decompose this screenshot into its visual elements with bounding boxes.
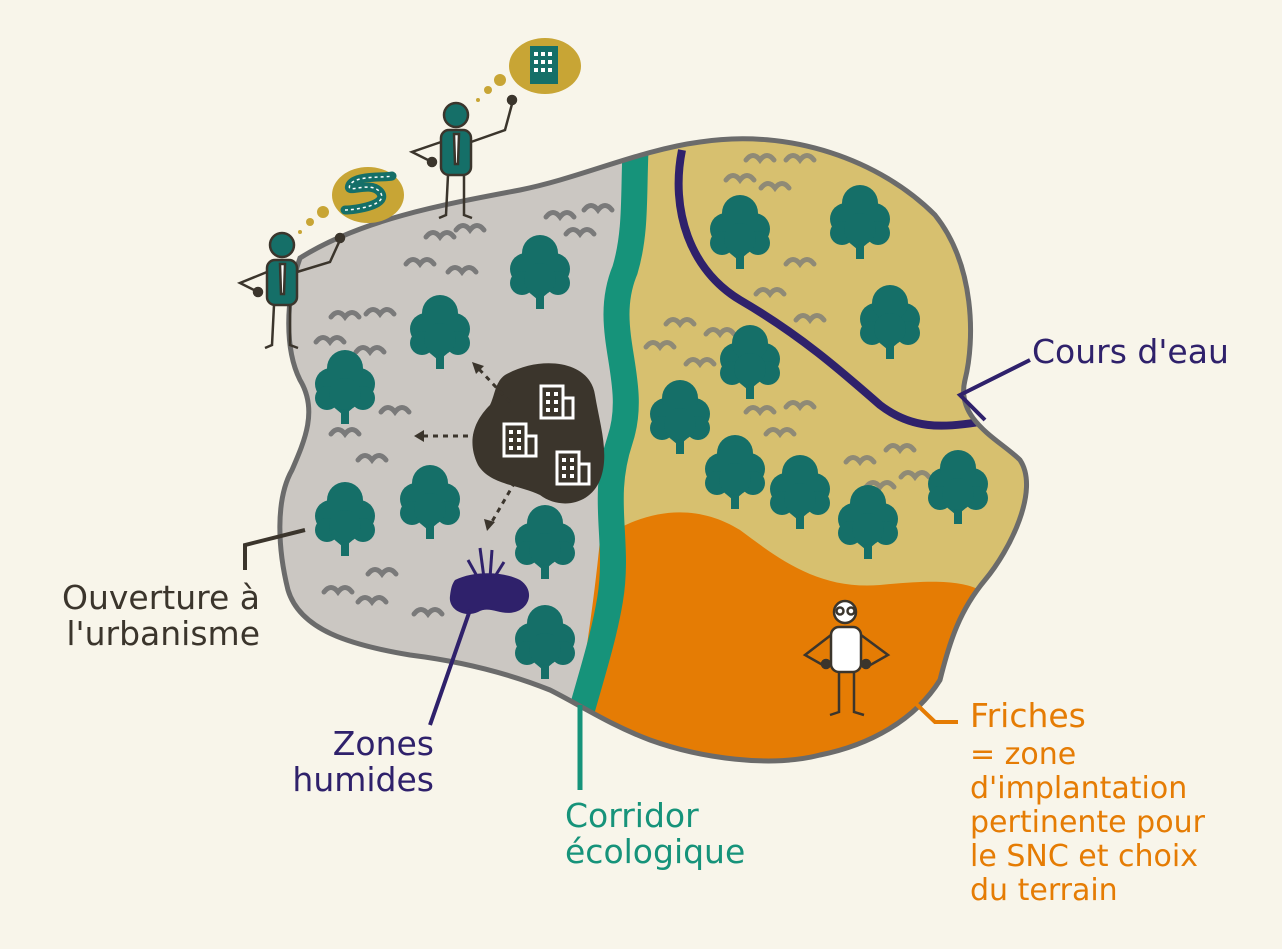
- friches-desc-line-4: le SNC et choix: [970, 839, 1199, 874]
- label-corridor: Corridor écologique: [565, 798, 745, 870]
- ouverture-line-1: Ouverture à: [62, 578, 260, 617]
- friches-desc-line-1: = zone: [970, 737, 1077, 772]
- label-friches: Friches: [970, 698, 1086, 734]
- label-friches-desc: = zone d'implantation pertinente pour le…: [970, 738, 1205, 908]
- ouverture-line-2: l'urbanisme: [66, 614, 260, 653]
- territory-outline: [277, 136, 1029, 764]
- road-icon: [340, 171, 397, 215]
- reed-icon: [466, 547, 506, 579]
- zones-humides-line-1: Zones: [332, 724, 434, 763]
- person-icon: [802, 599, 891, 717]
- person-icon: [236, 231, 346, 350]
- friches-title: Friches: [970, 696, 1086, 735]
- river: [674, 149, 991, 430]
- label-zones-humides: Zones humides: [262, 726, 434, 798]
- ecological-corridor: [547, 138, 653, 761]
- arrowhead-icon: [414, 362, 495, 531]
- cours-eau-text: Cours d'eau: [1032, 332, 1229, 371]
- urbanisme-leader-line: [243, 528, 306, 570]
- label-ouverture-urbanisme: Ouverture à l'urbanisme: [38, 580, 260, 652]
- corridor-line-1: Corridor: [565, 796, 699, 835]
- label-cours-eau: Cours d'eau: [1032, 334, 1229, 370]
- zones-humides-line-2: humides: [292, 760, 434, 799]
- friches-leader-line: [910, 698, 958, 724]
- wetland: [449, 573, 530, 615]
- corridor-line-2: écologique: [565, 832, 746, 871]
- friches-desc-line-5: du terrain: [970, 873, 1118, 908]
- building-icon: [530, 46, 558, 84]
- friches-desc-line-2: d'implantation: [970, 771, 1188, 806]
- friches-desc-line-3: pertinente pour: [970, 805, 1205, 840]
- expansion-arrows: [420, 366, 517, 526]
- river-leader-line: [956, 358, 1031, 422]
- person-icon: [408, 94, 518, 220]
- wetland-leader-line: [428, 609, 472, 726]
